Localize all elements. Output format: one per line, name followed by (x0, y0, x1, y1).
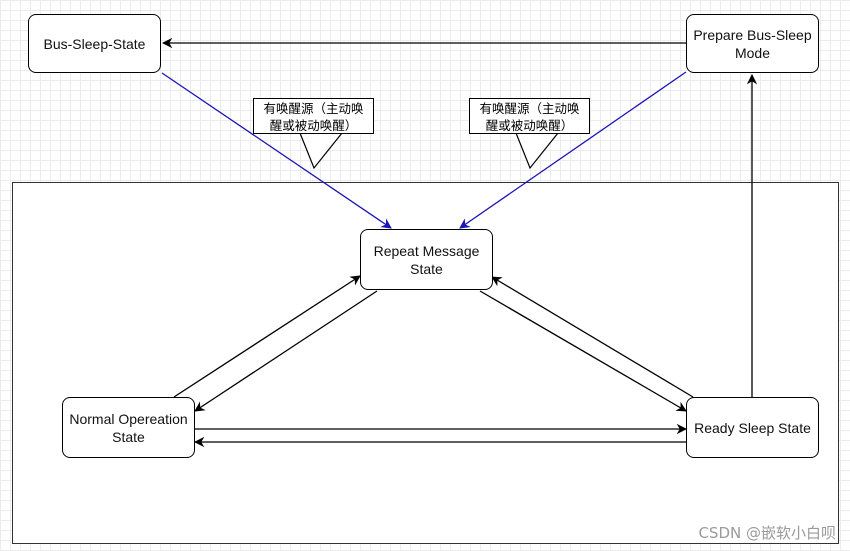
state-normal-operation[interactable]: Normal Opereation State (62, 397, 195, 458)
note-left-pointer (299, 132, 343, 170)
arrow-repeat-to-ready (479, 290, 687, 412)
state-prepare-bus-sleep-label: Prepare Bus-Sleep Mode (693, 26, 812, 61)
arrow-bus-sleep-to-repeat (161, 72, 392, 229)
wake-source-note-left: 有唤醒源（主动唤 醒或被动唤醒） (253, 98, 374, 134)
wake-source-note-right: 有唤醒源（主动唤 醒或被动唤醒） (469, 98, 590, 134)
state-normal-operation-label: Normal Opereation State (69, 410, 188, 445)
arrow-prepare-to-repeat (459, 71, 687, 229)
arrow-normal-to-repeat (173, 275, 361, 398)
note-right-pointer (515, 132, 559, 170)
state-bus-sleep-label: Bus-Sleep-State (43, 35, 146, 52)
state-repeat-message-label: Repeat Message State (373, 242, 480, 277)
state-prepare-bus-sleep[interactable]: Prepare Bus-Sleep Mode (686, 14, 819, 73)
state-ready-sleep[interactable]: Ready Sleep State (686, 397, 819, 458)
state-repeat-message[interactable]: Repeat Message State (360, 229, 493, 290)
arrow-ready-to-repeat (491, 276, 694, 398)
arrow-repeat-to-normal (194, 290, 378, 412)
csdn-watermark: CSDN @嵌软小白呗 (698, 524, 836, 542)
state-bus-sleep[interactable]: Bus-Sleep-State (28, 14, 161, 73)
state-ready-sleep-label: Ready Sleep State (694, 419, 811, 436)
